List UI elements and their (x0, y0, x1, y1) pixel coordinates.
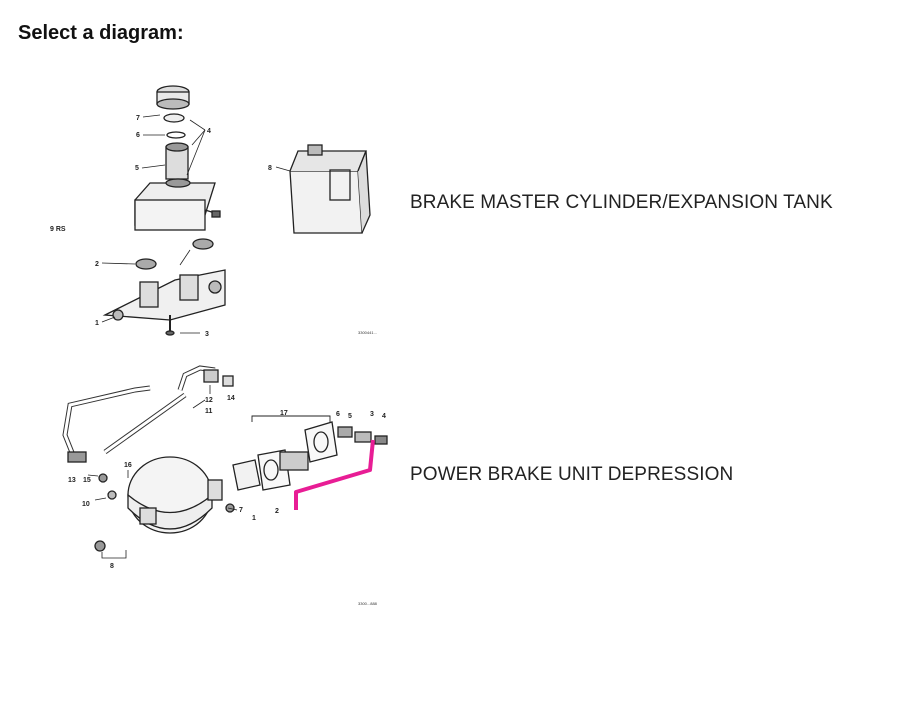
callout-13: 13 (68, 477, 76, 484)
callout-5: 5 (135, 165, 139, 172)
callout-11: 11 (205, 408, 213, 415)
callout-3: 3 (205, 331, 209, 338)
callout-15: 15 (83, 477, 91, 484)
callout-6: 6 (136, 132, 140, 139)
callout-10: 10 (82, 501, 90, 508)
diagram-code: 3300441... (358, 330, 377, 335)
callout-8: 8 (268, 165, 272, 172)
diagram-label-power-brake-unit[interactable]: POWER BRAKE UNIT DEPRESSION (410, 464, 734, 485)
callout-4: 4 (207, 128, 211, 135)
diagram-label-master-cylinder[interactable]: BRAKE MASTER CYLINDER/EXPANSION TANK (410, 192, 833, 213)
highlight-hose (294, 439, 375, 510)
callout-4: 4 (382, 413, 386, 420)
callout-5: 5 (348, 413, 352, 420)
callout-6: 6 (336, 411, 340, 418)
master-cylinder-diagram-image[interactable]: 7 6 5 4 8 2 1 3 9 RS 3300441... (40, 75, 400, 360)
callout-side: 9 RS (50, 226, 66, 233)
callout-2: 2 (275, 508, 279, 515)
callout-2: 2 (95, 261, 99, 268)
callout-16: 16 (124, 462, 132, 469)
callout-7: 7 (239, 507, 243, 514)
callout-1: 1 (95, 320, 99, 327)
callout-12: 12 (205, 397, 213, 404)
page-title: Select a diagram: (18, 22, 184, 44)
power-brake-diagram-image[interactable]: 12 14 11 17 6 5 3 4 16 13 15 10 7 1 2 8 … (40, 360, 400, 615)
diagram-code: 3300...888 (358, 601, 378, 606)
callout-17: 17 (280, 410, 288, 417)
callout-8: 8 (110, 563, 114, 570)
callout-3: 3 (370, 411, 374, 418)
callout-1: 1 (252, 515, 256, 522)
diagram-item-power-brake-unit[interactable]: 12 14 11 17 6 5 3 4 16 13 15 10 7 1 2 8 … (0, 360, 920, 615)
callout-7: 7 (136, 115, 140, 122)
callout-14: 14 (227, 395, 235, 402)
diagram-item-master-cylinder[interactable]: 7 6 5 4 8 2 1 3 9 RS 3300441... BRAKE MA… (0, 75, 920, 360)
